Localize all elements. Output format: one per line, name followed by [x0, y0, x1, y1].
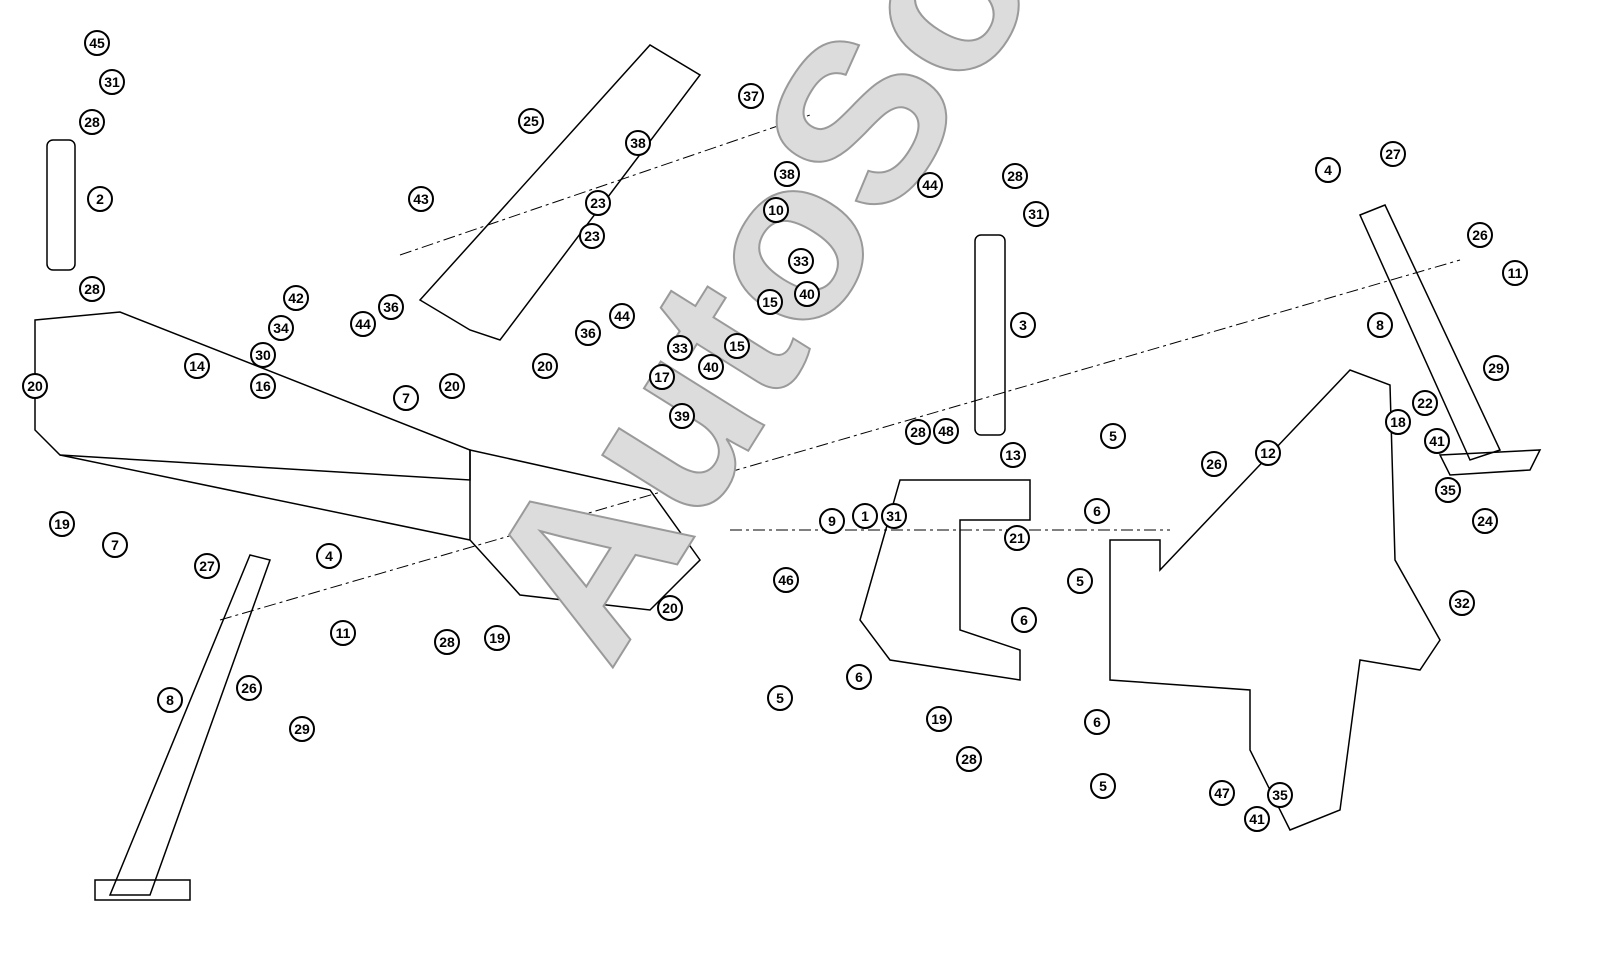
part-callout-35: 35 — [1435, 477, 1461, 503]
left-pin — [46, 139, 76, 271]
part-callout-20: 20 — [657, 595, 683, 621]
part-callout-35: 35 — [1267, 782, 1293, 808]
part-callout-44: 44 — [917, 172, 943, 198]
part-callout-30: 30 — [250, 342, 276, 368]
part-callout-44: 44 — [609, 303, 635, 329]
part-callout-15: 15 — [724, 333, 750, 359]
left-stand — [94, 554, 271, 901]
part-callout-28: 28 — [956, 746, 982, 772]
part-callout-8: 8 — [1367, 312, 1393, 338]
part-callout-26: 26 — [1201, 451, 1227, 477]
part-callout-36: 36 — [378, 294, 404, 320]
part-callout-2: 2 — [87, 186, 113, 212]
part-callout-3: 3 — [1010, 312, 1036, 338]
part-callout-41: 41 — [1244, 806, 1270, 832]
part-callout-17: 17 — [649, 364, 675, 390]
part-callout-27: 27 — [1380, 141, 1406, 167]
part-callout-34: 34 — [268, 315, 294, 341]
part-callout-37: 37 — [738, 83, 764, 109]
part-callout-38: 38 — [774, 161, 800, 187]
part-callout-39: 39 — [669, 403, 695, 429]
part-callout-46: 46 — [773, 567, 799, 593]
part-callout-24: 24 — [1472, 508, 1498, 534]
part-callout-5: 5 — [1090, 773, 1116, 799]
part-callout-42: 42 — [283, 285, 309, 311]
part-callout-31: 31 — [99, 69, 125, 95]
part-callout-23: 23 — [585, 190, 611, 216]
part-callout-44: 44 — [350, 311, 376, 337]
main-frame — [34, 311, 701, 611]
part-callout-48: 48 — [933, 418, 959, 444]
part-callout-41: 41 — [1424, 428, 1450, 454]
part-callout-33: 33 — [667, 335, 693, 361]
part-callout-23: 23 — [579, 223, 605, 249]
part-callout-20: 20 — [532, 353, 558, 379]
part-callout-28: 28 — [1002, 163, 1028, 189]
swing-bracket — [859, 479, 1031, 681]
part-callout-29: 29 — [289, 716, 315, 742]
part-callout-5: 5 — [1067, 568, 1093, 594]
part-callout-22: 22 — [1412, 390, 1438, 416]
part-callout-8: 8 — [157, 687, 183, 713]
part-callout-5: 5 — [1100, 423, 1126, 449]
part-callout-18: 18 — [1385, 409, 1411, 435]
part-callout-28: 28 — [434, 629, 460, 655]
part-callout-47: 47 — [1209, 780, 1235, 806]
part-callout-12: 12 — [1255, 440, 1281, 466]
part-callout-21: 21 — [1004, 525, 1030, 551]
part-callout-26: 26 — [236, 675, 262, 701]
part-callout-31: 31 — [1023, 201, 1049, 227]
part-callout-19: 19 — [484, 625, 510, 651]
part-callout-11: 11 — [330, 620, 356, 646]
part-callout-43: 43 — [408, 186, 434, 212]
part-callout-7: 7 — [393, 385, 419, 411]
part-callout-15: 15 — [757, 289, 783, 315]
part-callout-6: 6 — [846, 664, 872, 690]
part-callout-5: 5 — [767, 685, 793, 711]
part-callout-33: 33 — [788, 248, 814, 274]
part-callout-36: 36 — [575, 320, 601, 346]
part-callout-6: 6 — [1011, 607, 1037, 633]
part-callout-6: 6 — [1084, 709, 1110, 735]
part-callout-28: 28 — [905, 419, 931, 445]
part-callout-13: 13 — [1000, 442, 1026, 468]
alignment-lines — [219, 114, 1461, 621]
part-callout-14: 14 — [184, 353, 210, 379]
part-callout-32: 32 — [1449, 590, 1475, 616]
part-callout-19: 19 — [926, 706, 952, 732]
part-callout-9: 9 — [819, 508, 845, 534]
part-callout-26: 26 — [1467, 222, 1493, 248]
part-callout-11: 11 — [1502, 260, 1528, 286]
part-callout-10: 10 — [763, 197, 789, 223]
part-callout-7: 7 — [102, 532, 128, 558]
part-callout-31: 31 — [881, 503, 907, 529]
right-stand — [1358, 204, 1542, 476]
center-pin — [974, 234, 1006, 436]
part-callout-16: 16 — [250, 373, 276, 399]
right-frame — [1109, 369, 1441, 831]
part-callout-27: 27 — [194, 553, 220, 579]
part-callout-20: 20 — [22, 373, 48, 399]
part-callout-38: 38 — [625, 130, 651, 156]
part-callout-28: 28 — [79, 109, 105, 135]
part-callout-4: 4 — [316, 543, 342, 569]
part-callout-19: 19 — [49, 511, 75, 537]
part-callout-29: 29 — [1483, 355, 1509, 381]
part-callout-25: 25 — [518, 108, 544, 134]
part-callout-1: 1 — [852, 503, 878, 529]
part-callout-45: 45 — [84, 30, 110, 56]
part-callout-4: 4 — [1315, 157, 1341, 183]
part-callout-28: 28 — [79, 276, 105, 302]
part-callout-40: 40 — [698, 354, 724, 380]
part-callout-6: 6 — [1084, 498, 1110, 524]
part-callout-20: 20 — [439, 373, 465, 399]
part-callout-40: 40 — [794, 281, 820, 307]
